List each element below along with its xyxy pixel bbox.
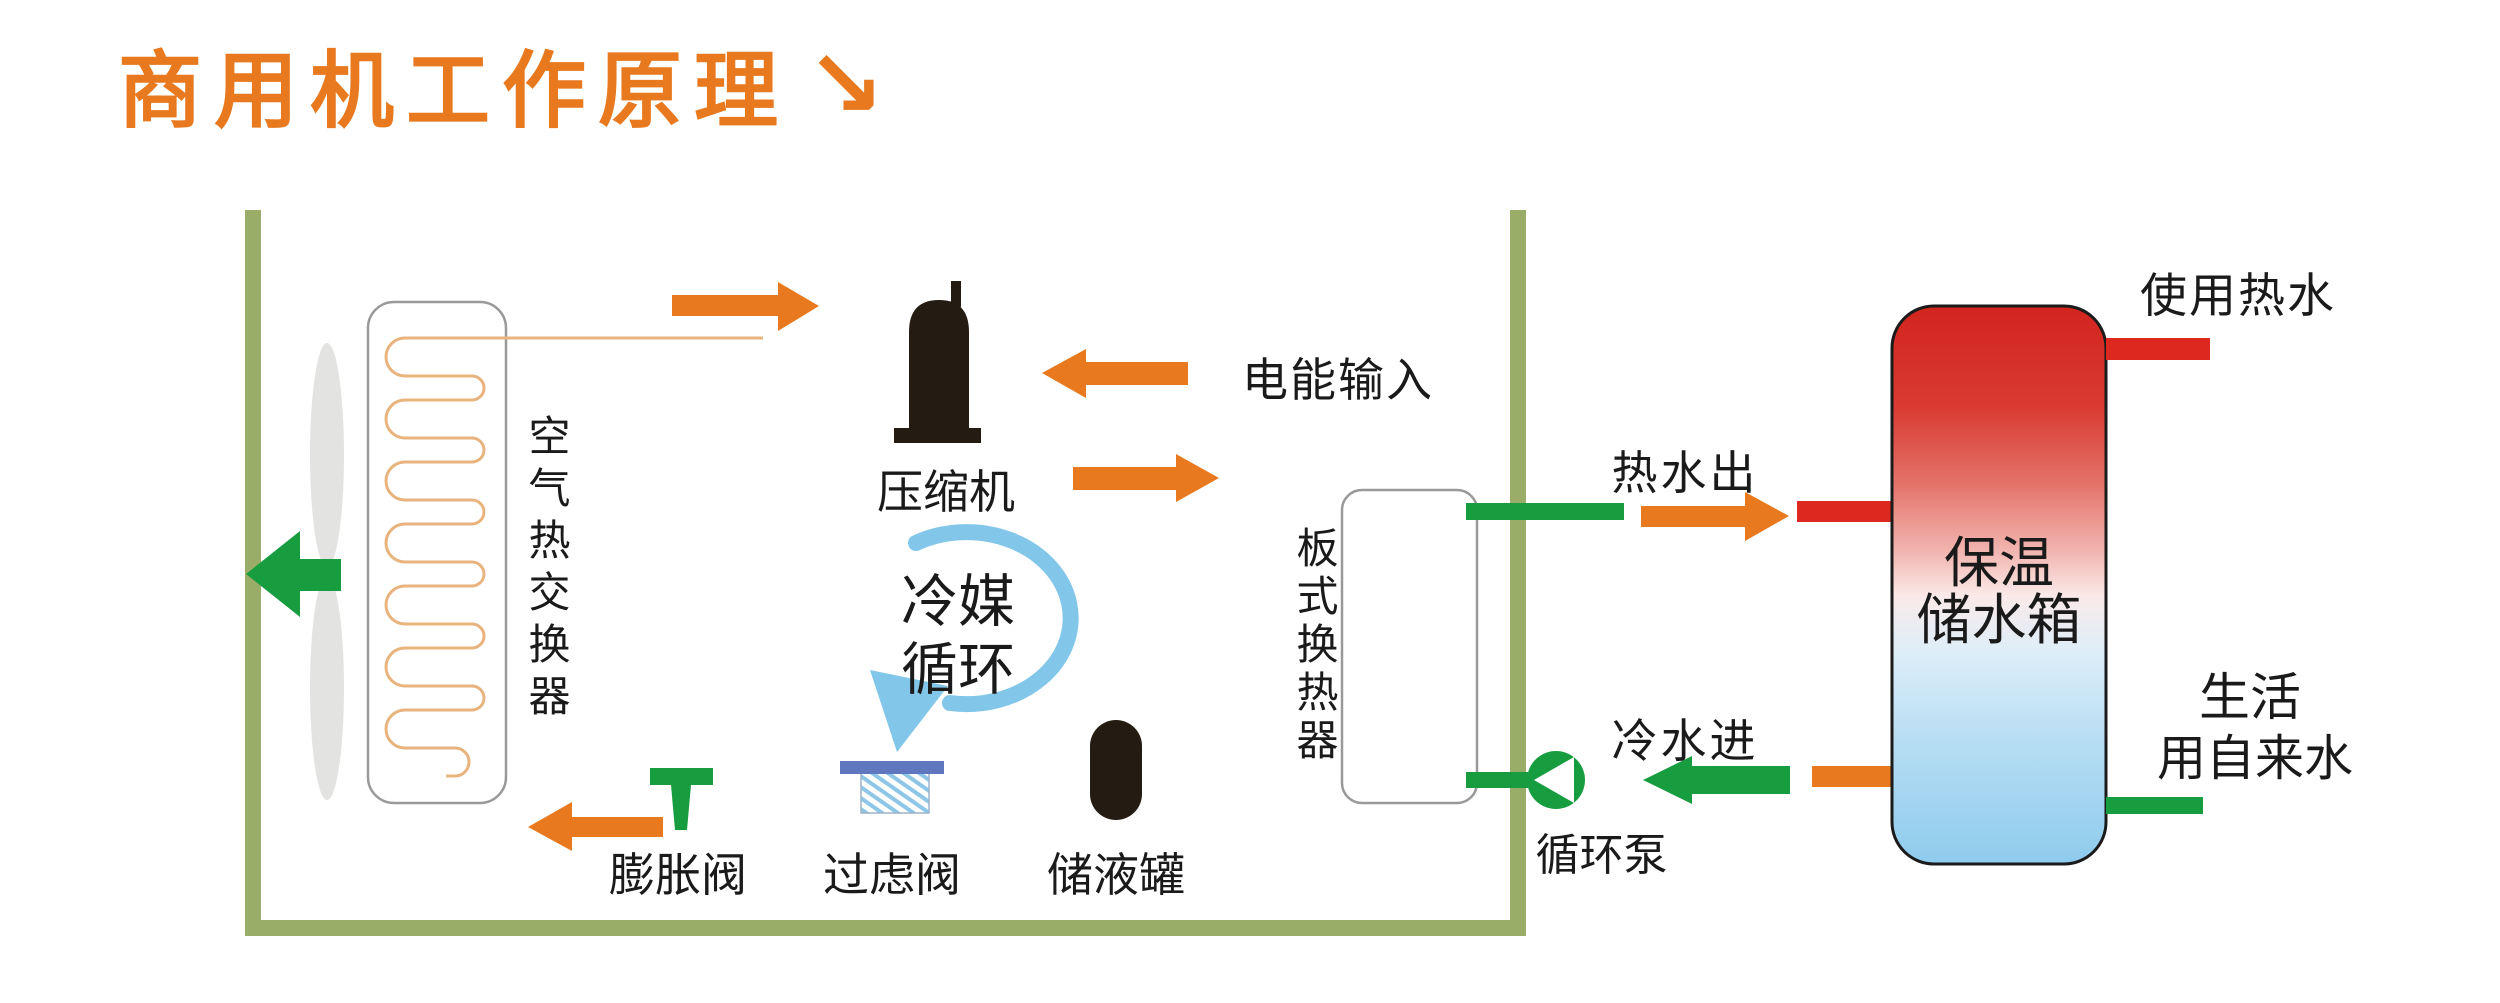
coil-icon [384,336,763,778]
tap-water-pipe [2106,797,2203,814]
compressor-icon [894,281,981,443]
plate-heat-exchanger-label: 板式换热器 [1290,526,1339,766]
refrigerant-cycle-label-line1: 冷媒 [901,569,1015,635]
air-heat-exchanger-label: 空气热交换器 [522,414,571,726]
compressor-out-arrow-icon [1073,454,1219,502]
machine-enclosure [245,210,1526,936]
cold-water-in-label: 冷水进 [1611,714,1759,768]
plate-heat-exchanger-icon [1340,488,1479,805]
air-out-arrow-icon [246,531,341,617]
filter-valve-label: 过虑阀 [823,848,961,902]
storage-tank-icon [1890,304,2108,866]
page-title-text: 商用机工作原理 [118,42,791,140]
hot-water-pipe-green [1466,503,1624,520]
circulation-pump-icon [1527,751,1585,809]
expansion-arrow-icon [528,802,663,851]
liquid-receiver-icon [1090,720,1142,820]
enclosure-right-wall [1510,210,1526,935]
circulation-pump-label: 循环泵 [1535,830,1668,881]
tap-water-label-line2: 用自来水 [2156,730,2353,787]
filter-valve-icon [840,761,944,814]
page-title: 商用机工作原理 ↘ [118,24,885,145]
refrigerant-cycle-label-line2: 循环 [901,637,1015,703]
air-heat-exchanger-icon [366,300,763,805]
tap-water-label-line1: 生活 [2198,669,2301,728]
use-hot-water-label: 使用热水 [2140,269,2336,324]
hot-water-out-label: 热水出 [1611,446,1759,500]
compressor-label: 压缩机 [877,465,1015,519]
enclosure-bottom-wall [245,920,1526,936]
electric-input-label: 电能输入 [1242,353,1434,407]
use-hot-water-pipe [2106,338,2210,360]
hot-water-pipe-red [1797,501,1894,522]
electric-input-arrow-icon [1042,349,1188,398]
cold-water-pipe-orange [1812,766,1892,787]
title-down-right-arrow-icon: ↘ [806,29,885,139]
cold-water-arrow-icon [1643,756,1790,804]
storage-tank-label-line2: 储水箱 [1916,588,2082,652]
discharge-arrow-icon [672,282,819,331]
hot-water-arrow-icon [1641,492,1789,541]
liquid-receiver-label: 储液罐 [1047,848,1185,902]
fan-icon [310,343,344,800]
cold-water-pipe-green [1466,772,1528,788]
storage-tank-label-line1: 保温 [1943,531,2054,595]
expansion-valve-label: 膨胀阀 [609,848,747,902]
refrigerant-cycle-arrow-icon [870,524,1079,752]
expansion-valve-icon [650,768,713,830]
